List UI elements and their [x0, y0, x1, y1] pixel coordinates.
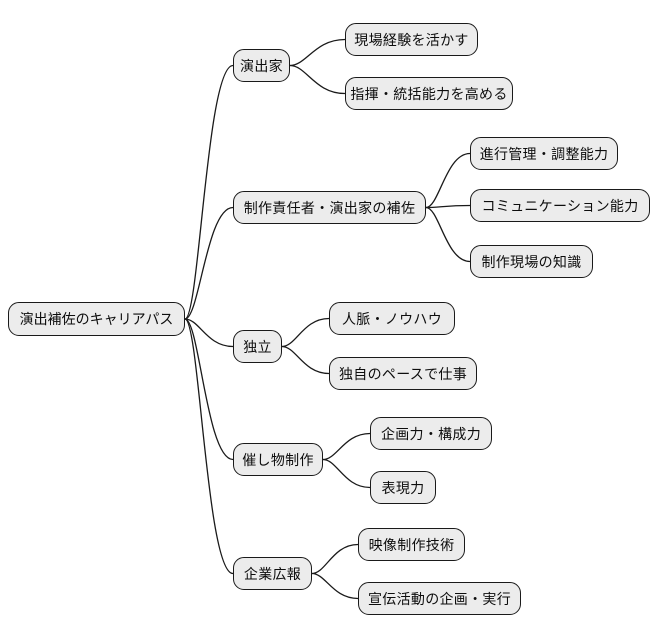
node-director: 演出家: [233, 49, 290, 82]
node-production-site-knowledge: 制作現場の知識: [470, 245, 593, 278]
node-planning-skill: 企画力・構成力: [370, 417, 492, 450]
node-improve-leadership: 指揮・統括能力を高める: [345, 77, 513, 110]
node-video-production: 映像制作技術: [358, 528, 465, 561]
edge-b3-b3c2: [281, 345, 330, 375]
node-event-production: 催し物制作: [233, 443, 323, 476]
node-communication-skill: コミュニケーション能力: [470, 189, 650, 222]
node-use-field-experience: 現場経験を活かす: [345, 23, 478, 56]
edge-b1-b1c2: [289, 64, 346, 95]
node-corporate-pr: 企業広報: [233, 557, 312, 590]
node-schedule-management: 進行管理・調整能力: [470, 137, 618, 170]
edge-root-b3: [184, 318, 234, 348]
node-work-own-pace: 独自のペースで仕事: [329, 357, 477, 390]
edge-root-b1: [184, 64, 234, 320]
edge-b2-b2c3: [425, 206, 471, 263]
edge-b4-b4c2: [322, 458, 371, 489]
node-independence: 独立: [233, 330, 282, 363]
edge-b5-b5c1: [311, 543, 359, 575]
edge-b3-b3c1: [281, 317, 330, 348]
edge-b1-b1c1: [289, 38, 346, 67]
edge-root-b5: [184, 318, 234, 575]
edge-b2-b2c1: [425, 152, 471, 209]
edge-b5-b5c2: [311, 572, 359, 600]
edge-b2-b2c2: [425, 204, 471, 209]
edge-root-b4: [184, 318, 234, 461]
node-production-manager-assistant: 制作責任者・演出家の補佐: [233, 191, 426, 224]
node-expression-skill: 表現力: [370, 471, 436, 504]
edge-root-b2: [184, 206, 234, 320]
node-network-knowhow: 人脈・ノウハウ: [329, 302, 455, 335]
edge-b4-b4c1: [322, 432, 371, 461]
node-career-path-root: 演出補佐のキャリアパス: [8, 302, 185, 336]
node-pr-planning: 宣伝活動の企画・実行: [358, 582, 521, 615]
